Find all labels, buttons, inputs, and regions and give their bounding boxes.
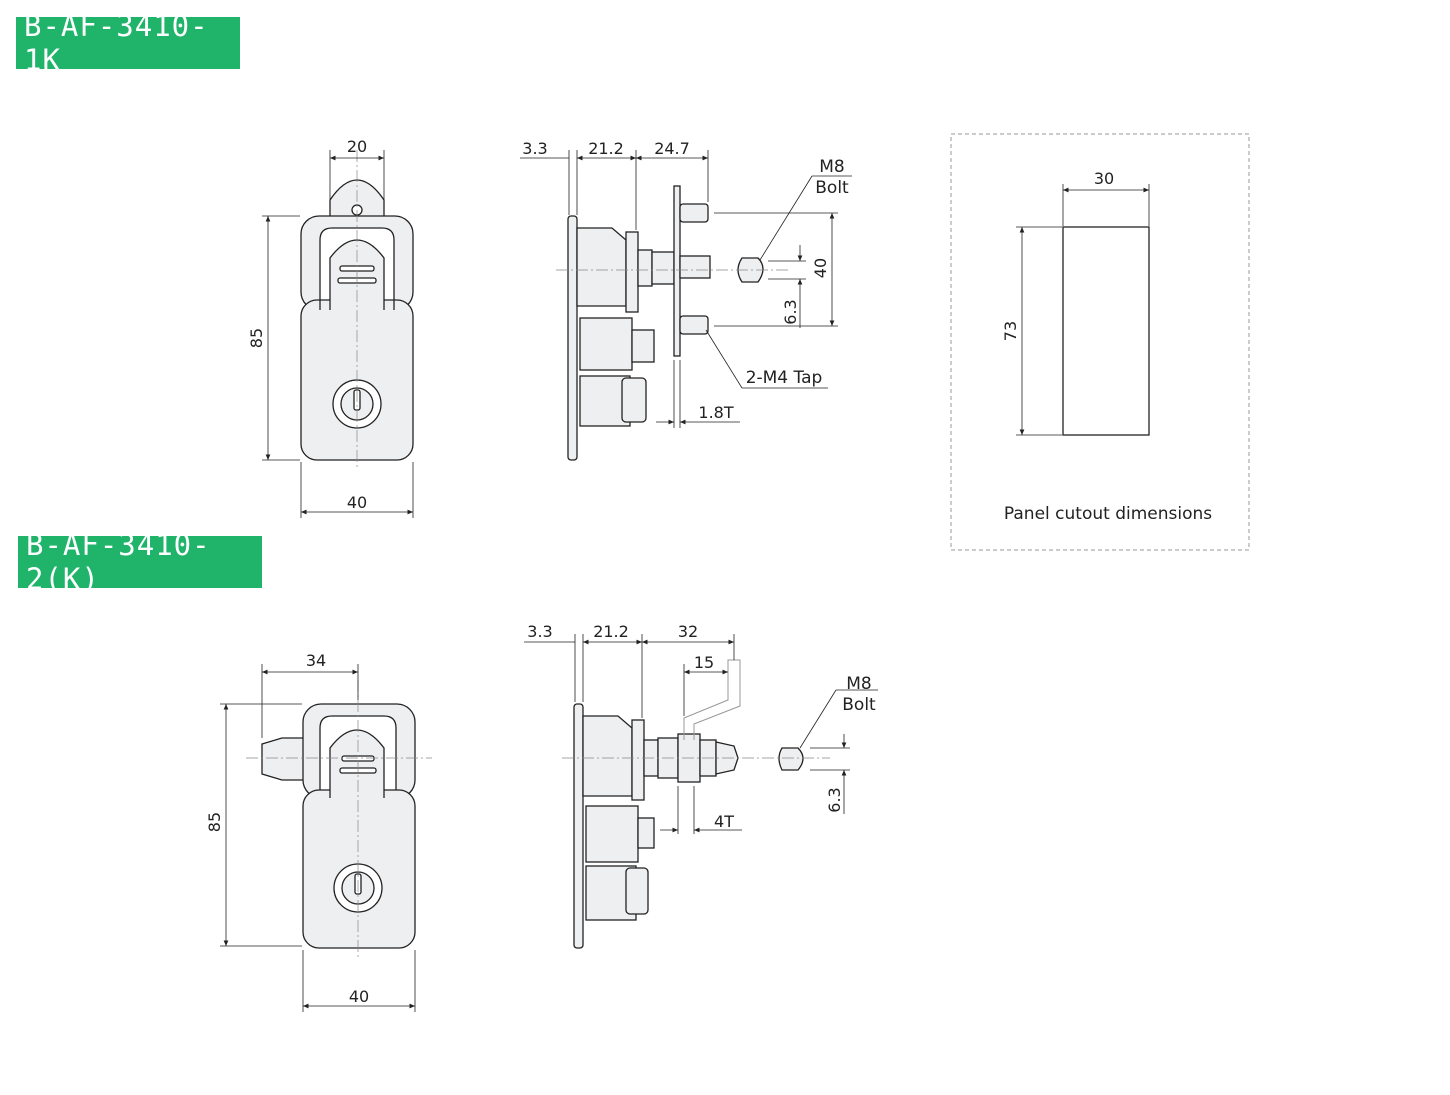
dim-handle-width: 34: [306, 651, 326, 670]
dim-small-2: 6.3: [825, 787, 844, 812]
front-view-2k: [261, 703, 416, 949]
dim-b: 21.2: [588, 139, 624, 158]
dim-a: 3.3: [522, 139, 547, 158]
cutout-width: 30: [1094, 169, 1114, 188]
dim-bottom-width: 40: [347, 493, 367, 512]
bolt-label-bolt-2: Bolt: [842, 695, 876, 715]
bolt-label-bolt: Bolt: [815, 178, 849, 198]
dim-top-width: 20: [347, 137, 367, 156]
bolt-label-m8-2: M8: [846, 674, 871, 694]
dim-a-2: 3.3: [527, 622, 552, 641]
side-view-1k: [567, 185, 764, 461]
dim-c: 24.7: [654, 139, 690, 158]
cutout-caption: Panel cutout dimensions: [1004, 504, 1212, 524]
cutout-panel: [950, 133, 1250, 551]
side-view-2k: [573, 703, 804, 949]
dim-thickness-2: 4T: [714, 812, 734, 831]
dim-height: 85: [247, 328, 266, 348]
cutout-height: 73: [1001, 321, 1020, 341]
bolt-label-m8: M8: [819, 157, 844, 177]
dim-d-2: 15: [694, 653, 714, 672]
dim-b-2: 21.2: [593, 622, 629, 641]
dim-vertical: 40: [811, 258, 830, 278]
dim-c-2: 32: [678, 622, 698, 641]
dim-height-2: 85: [205, 812, 224, 832]
tap-label: 2-M4 Tap: [746, 368, 823, 388]
dim-bottom-width-2: 40: [349, 987, 369, 1006]
dim-thickness: 1.8T: [698, 403, 733, 422]
model-title-2k: B-AF-3410-2(K): [18, 528, 262, 596]
dim-small: 6.3: [781, 299, 800, 324]
